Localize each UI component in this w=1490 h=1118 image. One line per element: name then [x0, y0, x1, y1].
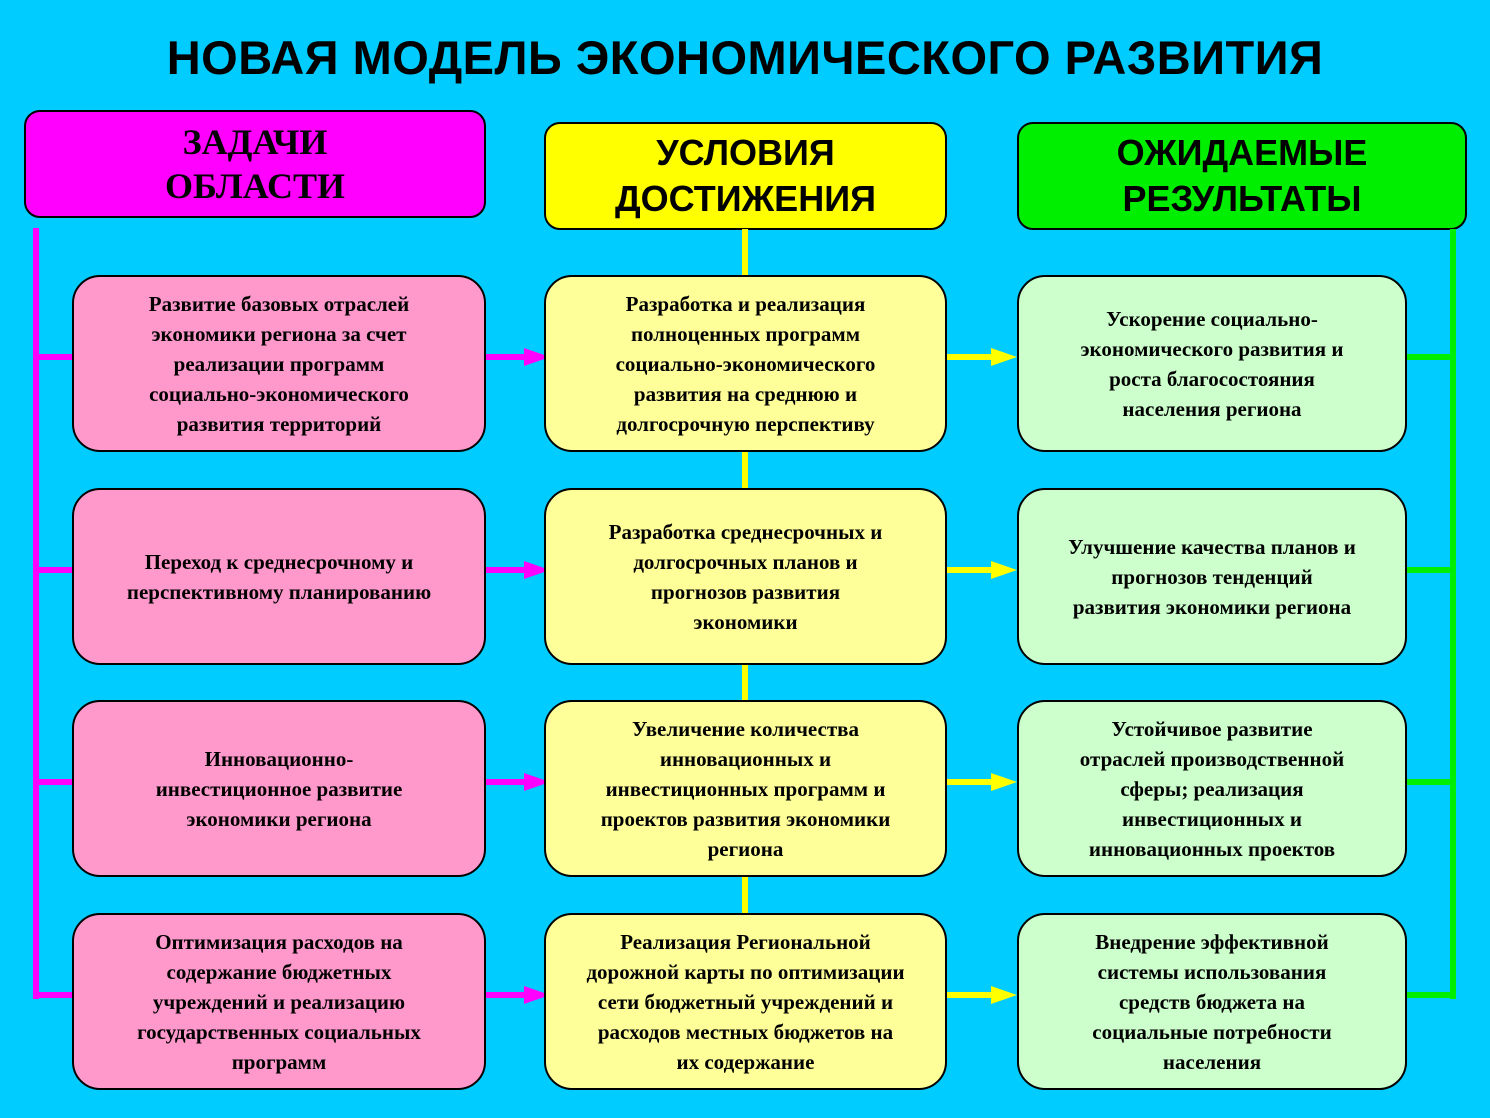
task-box: Инновационно- инвестиционное развитие эк…: [72, 700, 486, 877]
result-connector: [1407, 992, 1453, 998]
header-conditions: УСЛОВИЯ ДОСТИЖЕНИЯ: [544, 122, 947, 230]
task-arrow-shaft: [486, 779, 526, 785]
condition-arrow-head-icon: [991, 773, 1017, 791]
task-arrow-head-icon: [524, 986, 550, 1004]
condition-box: Увеличение количества инновационных и ин…: [544, 700, 947, 877]
result-box: Ускорение социально- экономического разв…: [1017, 275, 1407, 452]
task-box: Развитие базовых отраслей экономики реги…: [72, 275, 486, 452]
task-connector: [36, 779, 72, 785]
task-arrow-head-icon: [524, 773, 550, 791]
task-box: Переход к среднесрочному и перспективном…: [72, 488, 486, 665]
header-results: ОЖИДАЕМЫЕ РЕЗУЛЬТАТЫ: [1017, 122, 1467, 230]
condition-arrow-head-icon: [991, 561, 1017, 579]
condition-arrow-head-icon: [991, 986, 1017, 1004]
diagram-title: НОВАЯ МОДЕЛЬ ЭКОНОМИЧЕСКОГО РАЗВИТИЯ: [166, 31, 1324, 84]
result-box: Улучшение качества планов и прогнозов те…: [1017, 488, 1407, 665]
result-box: Устойчивое развитие отраслей производств…: [1017, 700, 1407, 877]
result-connector: [1407, 567, 1453, 573]
task-connector: [36, 567, 72, 573]
task-connector: [36, 354, 72, 360]
tasks-spine-line: [33, 228, 39, 999]
condition-box: Разработка среднесрочных и долгосрочных …: [544, 488, 947, 665]
condition-box: Реализация Региональной дорожной карты п…: [544, 913, 947, 1090]
task-box: Оптимизация расходов на содержание бюдже…: [72, 913, 486, 1090]
condition-arrow-shaft: [947, 567, 993, 573]
task-arrow-shaft: [486, 567, 526, 573]
result-connector: [1407, 779, 1453, 785]
task-connector: [36, 992, 72, 998]
header-tasks: ЗАДАЧИ ОБЛАСТИ: [24, 110, 486, 218]
task-arrow-shaft: [486, 992, 526, 998]
condition-arrow-shaft: [947, 779, 993, 785]
results-spine-line: [1450, 229, 1456, 999]
task-arrow-head-icon: [524, 561, 550, 579]
condition-box: Разработка и реализация полноценных прог…: [544, 275, 947, 452]
result-box: Внедрение эффективной системы использова…: [1017, 913, 1407, 1090]
task-arrow-shaft: [486, 354, 526, 360]
condition-arrow-shaft: [947, 992, 993, 998]
condition-arrow-head-icon: [991, 348, 1017, 366]
condition-arrow-shaft: [947, 354, 993, 360]
result-connector: [1407, 354, 1453, 360]
task-arrow-head-icon: [524, 348, 550, 366]
